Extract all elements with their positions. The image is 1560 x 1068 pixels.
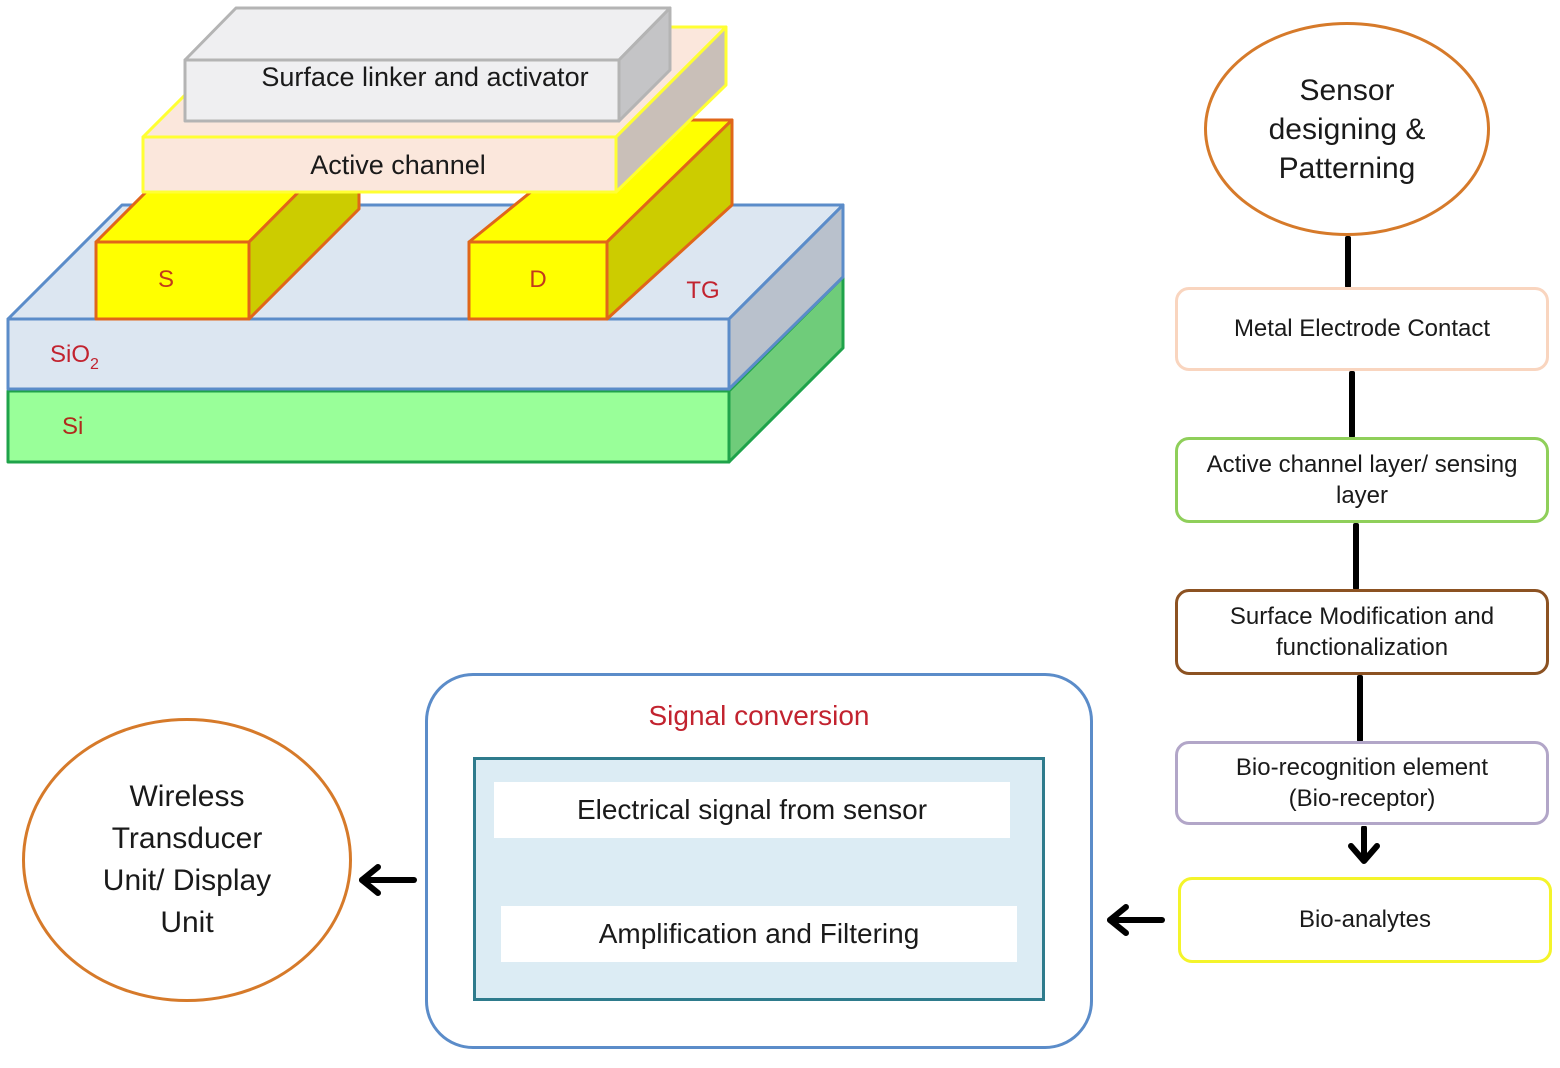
connector-line	[1353, 523, 1359, 590]
arrow-down-icon	[1348, 826, 1380, 864]
signal-step-amplification: Amplification and Filtering	[501, 906, 1017, 962]
fet-device-illustration: Surface linker and activator Active chan…	[6, 6, 845, 464]
label-drain: D	[529, 266, 546, 293]
flow-step-metal-electrode: Metal Electrode Contact	[1175, 287, 1549, 371]
oxide-front	[6, 317, 731, 391]
label-oxide: SiO2	[50, 341, 99, 373]
start-label: Sensor designing & Patterning	[1268, 73, 1426, 185]
arrow-left-icon	[359, 864, 417, 896]
source-electrode-front	[94, 240, 251, 321]
surface-linker-side	[617, 6, 672, 123]
output-label: Wireless Transducer Unit/ Display Unit	[102, 780, 272, 939]
label-top-gate: TG	[686, 277, 719, 304]
label-source: S	[158, 266, 174, 293]
signal-conversion-title: Signal conversion	[648, 700, 870, 731]
arrow-left-icon	[1107, 904, 1165, 936]
flow-step-surface-modification: Surface Modification and functionalizati…	[1175, 589, 1549, 675]
si-substrate-front	[6, 389, 731, 464]
flow-step-bio-recognition: Bio-recognition element (Bio-receptor)	[1175, 741, 1549, 825]
active-channel-side	[614, 25, 728, 194]
start-ellipse-sensor-design: Sensor designing & Patterning	[1204, 22, 1490, 236]
connector-line	[1345, 236, 1351, 288]
connector-line	[1357, 675, 1363, 742]
connector-line	[1349, 371, 1355, 438]
output-ellipse-wireless-display: Wireless Transducer Unit/ Display Unit	[22, 718, 352, 1002]
surface-linker-top	[183, 6, 672, 62]
flow-step-bio-analytes: Bio-analytes	[1178, 877, 1552, 963]
drain-electrode-front	[467, 240, 609, 321]
label-surface-linker: Surface linker and activator	[261, 62, 588, 92]
flow-step-active-channel: Active channel layer/ sensing layer	[1175, 437, 1549, 523]
oxide-side	[727, 203, 845, 391]
label-active-channel: Active channel	[310, 150, 486, 180]
signal-step-electrical: Electrical signal from sensor	[494, 782, 1010, 838]
label-substrate: Si	[62, 413, 83, 440]
